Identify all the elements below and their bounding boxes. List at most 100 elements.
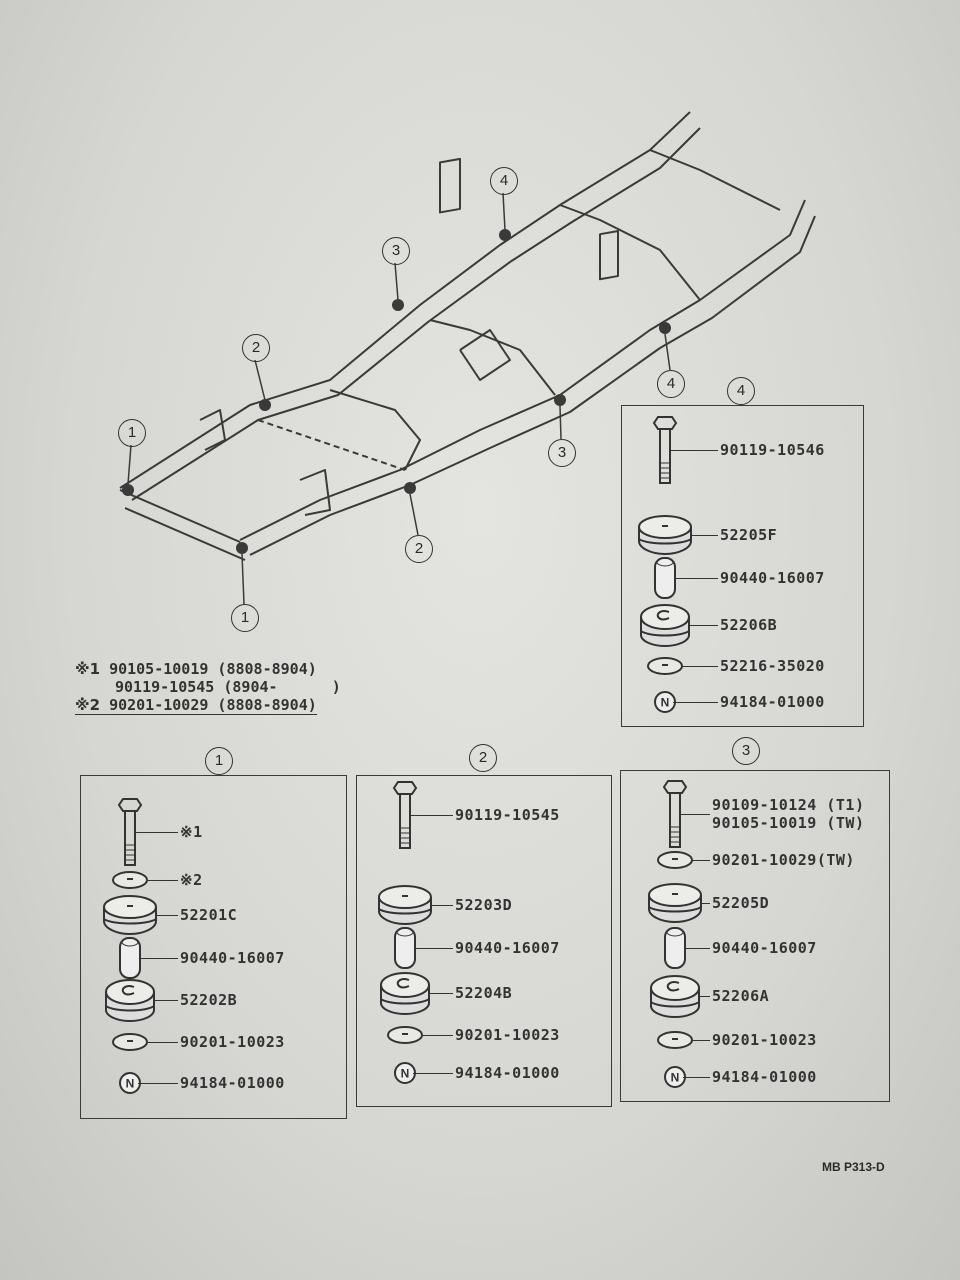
box3-mount-parts bbox=[620, 770, 890, 1102]
leader-line bbox=[411, 815, 453, 816]
part-number-label: 90119-10546 bbox=[720, 441, 825, 459]
part-number-label: 52206A bbox=[712, 987, 770, 1005]
cushion-part-icon bbox=[635, 513, 695, 561]
leader-line bbox=[146, 880, 178, 881]
washer-part-icon bbox=[110, 1031, 150, 1057]
cushion-c-part-icon bbox=[102, 976, 158, 1028]
nut-part-icon: N bbox=[653, 690, 677, 718]
part-number-label-alt: 90105-10019 (TW) bbox=[712, 814, 865, 832]
cushion-c-part-icon bbox=[647, 972, 703, 1024]
leader-line bbox=[154, 1000, 178, 1001]
leader-line bbox=[689, 625, 718, 626]
leader-line bbox=[673, 702, 718, 703]
callout-2: 2 bbox=[405, 535, 433, 563]
cushion-part-icon bbox=[645, 881, 705, 929]
part-number-label: ※2 bbox=[180, 871, 203, 889]
part-number-label: 52204B bbox=[455, 984, 513, 1002]
callout-4: 4 bbox=[657, 370, 685, 398]
washer-part-icon bbox=[110, 869, 150, 895]
leader-line bbox=[146, 1042, 178, 1043]
box4-mount-parts bbox=[621, 405, 864, 727]
bolt-part-icon bbox=[650, 415, 680, 489]
part-number-label: 94184-01000 bbox=[455, 1064, 560, 1082]
callout-1: 1 bbox=[231, 604, 259, 632]
crossmember bbox=[429, 319, 556, 396]
leader-line bbox=[671, 450, 718, 451]
note-line-1: ※1 90105-10019 (8808-8904) bbox=[75, 660, 317, 678]
box1-number: 1 bbox=[205, 747, 233, 775]
part-number-label: 90109-10124 (T1) bbox=[712, 796, 865, 814]
leader-line bbox=[138, 1083, 178, 1084]
callout-3: 3 bbox=[382, 237, 410, 265]
leader-line bbox=[674, 578, 718, 579]
callout-4: 4 bbox=[490, 167, 518, 195]
part-number-label: 52202B bbox=[180, 991, 238, 1009]
part-number-label: 52206B bbox=[720, 616, 778, 634]
box4-number: 4 bbox=[727, 377, 755, 405]
collar-part-icon bbox=[652, 554, 678, 606]
leader-line bbox=[139, 958, 178, 959]
washer-part-icon bbox=[655, 849, 695, 875]
part-number-label: 90440-16007 bbox=[712, 939, 817, 957]
frame-left-rail-inner bbox=[131, 127, 701, 501]
part-number-label: 90440-16007 bbox=[455, 939, 560, 957]
part-number-label: 90201-10023 bbox=[455, 1026, 560, 1044]
washer-part-icon bbox=[645, 655, 685, 681]
crossmember bbox=[649, 149, 781, 211]
bolt-part-icon bbox=[660, 779, 690, 853]
box2-number: 2 bbox=[469, 744, 497, 772]
nut-part-icon: N bbox=[663, 1065, 687, 1093]
leader-line bbox=[681, 814, 710, 815]
leader-line bbox=[156, 915, 178, 916]
part-number-label: 52216-35020 bbox=[720, 657, 825, 675]
cushion-c-part-icon bbox=[377, 969, 433, 1021]
leader-line bbox=[413, 1073, 453, 1074]
nut-part-icon: N bbox=[393, 1061, 417, 1089]
figure-code: MB P313-D bbox=[822, 1160, 885, 1174]
part-number-label: 52205F bbox=[720, 526, 778, 544]
frame-left-rail bbox=[119, 111, 691, 489]
box2-mount-parts bbox=[356, 775, 612, 1107]
box1-mount-parts bbox=[80, 775, 347, 1119]
leader-line bbox=[701, 903, 710, 904]
crossmember bbox=[329, 389, 421, 471]
leader-line bbox=[431, 905, 453, 906]
callout-3: 3 bbox=[548, 439, 576, 467]
chassis-frame-illustration bbox=[119, 111, 816, 605]
cushion-c-part-icon bbox=[637, 601, 693, 653]
part-number-label: 94184-01000 bbox=[720, 693, 825, 711]
washer-part-icon bbox=[655, 1029, 695, 1055]
box3-number: 3 bbox=[732, 737, 760, 765]
note-line-3: ※2 90201-10029 (8808-8904) bbox=[75, 696, 317, 715]
part-number-label: 52201C bbox=[180, 906, 238, 924]
bolt-part-icon bbox=[115, 797, 145, 871]
svg-text:N: N bbox=[401, 1067, 410, 1081]
leader-line bbox=[681, 666, 718, 667]
part-number-label: ※1 bbox=[180, 823, 203, 841]
cushion-part-icon bbox=[375, 883, 435, 931]
leader-line bbox=[414, 948, 453, 949]
cushion-part-icon bbox=[100, 893, 160, 941]
leader-line bbox=[684, 948, 710, 949]
part-number-label: 90201-10029(TW) bbox=[712, 851, 855, 869]
crossmember bbox=[257, 419, 406, 471]
part-number-label: 90119-10545 bbox=[455, 806, 560, 824]
leader-line bbox=[683, 1077, 710, 1078]
leader-line bbox=[699, 996, 710, 997]
note-line-2: 90119-10545 (8904- ) bbox=[115, 678, 341, 696]
callout-2: 2 bbox=[242, 334, 270, 362]
part-number-label: 52203D bbox=[455, 896, 513, 914]
part-number-label: 94184-01000 bbox=[180, 1074, 285, 1092]
leader-line bbox=[691, 1040, 710, 1041]
svg-text:N: N bbox=[126, 1077, 135, 1091]
part-number-label: 90201-10023 bbox=[180, 1033, 285, 1051]
leader-line bbox=[691, 535, 718, 536]
callout-1: 1 bbox=[118, 419, 146, 447]
part-number-label: 90440-16007 bbox=[720, 569, 825, 587]
leader-line bbox=[429, 993, 453, 994]
part-number-label: 94184-01000 bbox=[712, 1068, 817, 1086]
svg-text:N: N bbox=[671, 1071, 680, 1085]
part-number-label: 90440-16007 bbox=[180, 949, 285, 967]
part-number-label: 52205D bbox=[712, 894, 770, 912]
leader-line bbox=[691, 860, 710, 861]
